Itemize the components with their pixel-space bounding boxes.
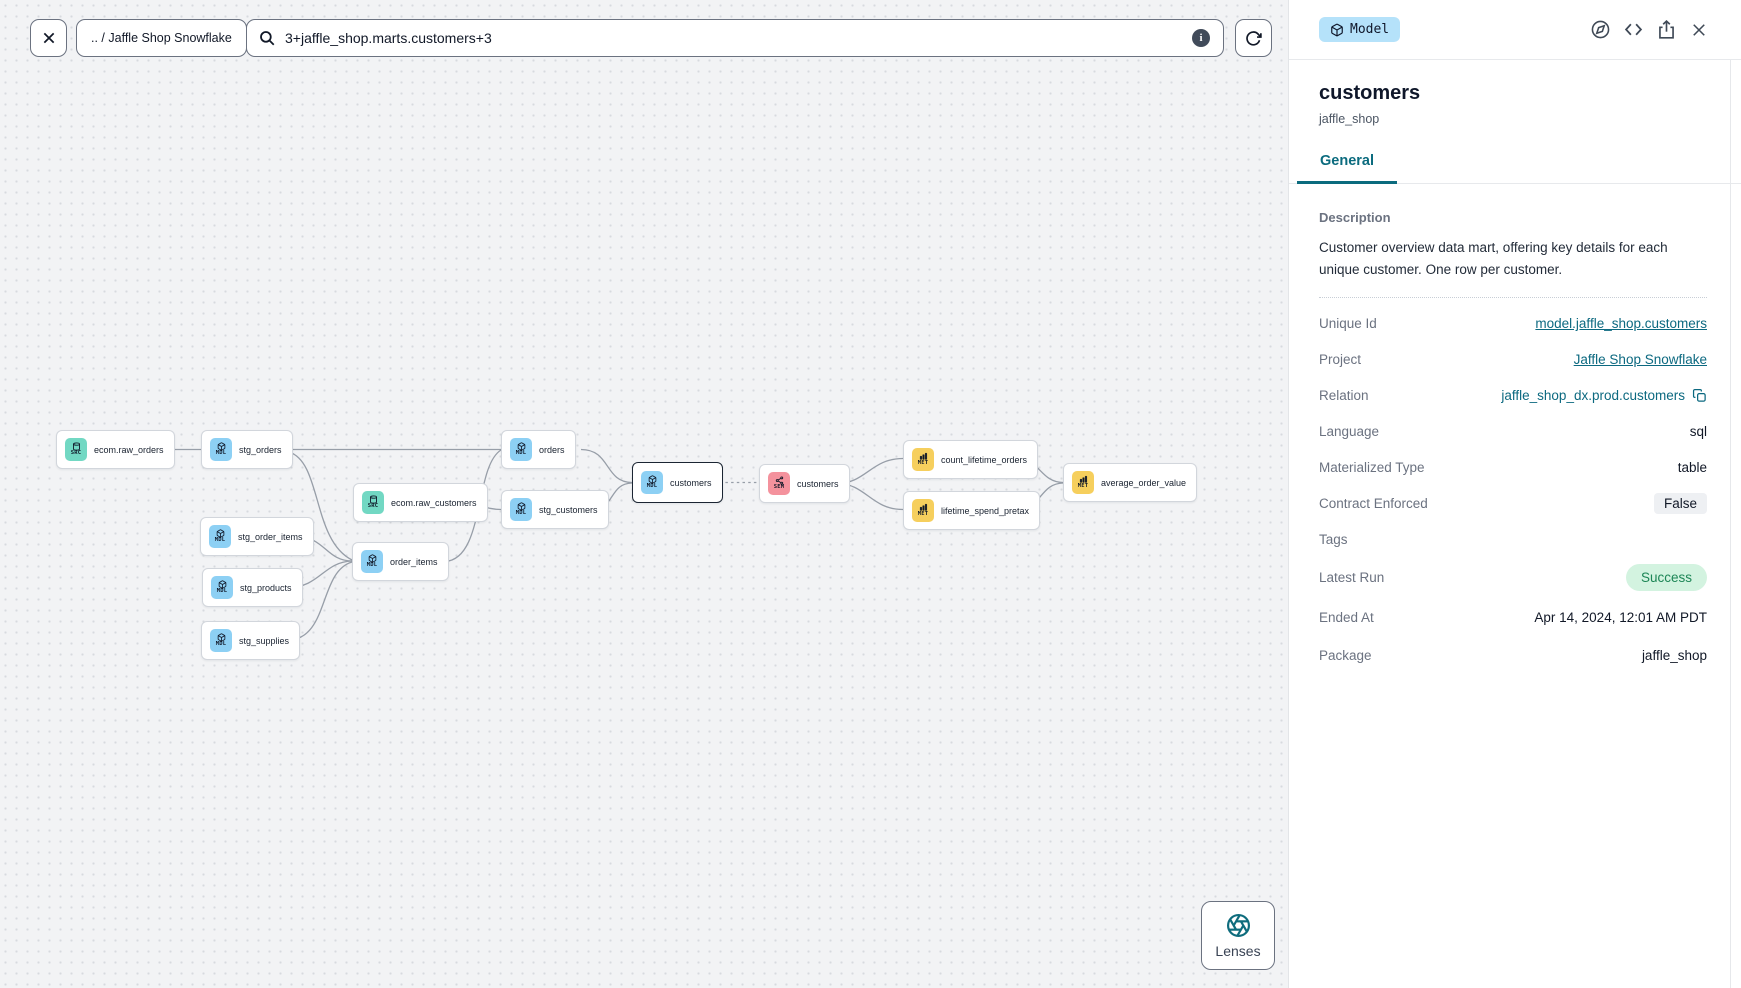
refresh-button[interactable] — [1235, 19, 1272, 57]
panel-header: Model — [1289, 0, 1741, 60]
node-label: lifetime_spend_pretax — [941, 505, 1030, 516]
node-ecom-raw-orders[interactable]: SRC ecom.raw_orders — [56, 430, 175, 469]
node-label: ecom.raw_customers — [391, 497, 477, 508]
close-icon — [1693, 23, 1705, 36]
search-input[interactable] — [246, 19, 1224, 57]
project-link[interactable]: Jaffle Shop Snowflake — [1573, 352, 1707, 368]
close-lineage-button[interactable] — [30, 19, 67, 57]
language-value: sql — [1689, 424, 1707, 440]
source-node-icon: SRC — [65, 438, 87, 461]
model-node-icon: MDL — [211, 576, 233, 599]
field-row-contract-enforced: Contract Enforced False — [1319, 486, 1707, 522]
node-average-order-value[interactable]: MET average_order_value — [1063, 463, 1198, 502]
package-value: jaffle_shop — [1641, 648, 1707, 664]
tab-general[interactable]: General — [1297, 153, 1397, 184]
contract-enforced-badge: False — [1653, 493, 1707, 515]
lineage-search: i — [246, 19, 1224, 57]
detail-panel: Model customers jaffle_shop General Desc… — [1288, 0, 1741, 988]
ended-at-value: Apr 14, 2024, 12:01 AM PDT — [1534, 610, 1707, 626]
node-stg-order-items[interactable]: MDL stg_order_items — [200, 517, 314, 556]
refresh-icon — [1246, 30, 1262, 46]
field-row-latest-run: Latest Run Success — [1319, 558, 1707, 598]
relation-value: jaffle_shop_dx.prod.customers — [1501, 388, 1685, 404]
model-node-icon: MDL — [641, 471, 663, 494]
package-subtitle: jaffle_shop — [1319, 112, 1380, 126]
share-icon — [1658, 19, 1674, 39]
node-stg-products[interactable]: MDL stg_products — [202, 568, 303, 607]
view-code-button[interactable] — [1622, 19, 1644, 41]
description-label: Description — [1319, 210, 1391, 225]
semantic-model-node-icon: SEM — [768, 472, 790, 495]
node-label: average_order_value — [1101, 477, 1187, 488]
metric-node-icon: MET — [1072, 471, 1094, 494]
field-row-tags: Tags — [1319, 532, 1348, 548]
field-row-unique-id: Unique Id model.jaffle_shop.customers — [1319, 316, 1707, 332]
node-label: stg_supplies — [239, 635, 290, 646]
share-button[interactable] — [1655, 19, 1677, 41]
close-panel-button[interactable] — [1688, 19, 1710, 41]
close-icon — [43, 32, 54, 44]
info-icon[interactable]: i — [1192, 29, 1210, 47]
compass-icon — [1591, 20, 1609, 39]
lenses-label: Lenses — [1215, 942, 1261, 959]
explore-lineage-button[interactable] — [1589, 19, 1611, 41]
panel-scrollbar[interactable] — [1730, 60, 1731, 988]
breadcrumb[interactable]: .. / Jaffle Shop Snowflake — [76, 19, 247, 57]
field-row-package: Package jaffle_shop — [1319, 648, 1707, 664]
node-stg-supplies[interactable]: MDL stg_supplies — [201, 621, 301, 660]
model-node-icon: MDL — [210, 629, 232, 652]
node-label: stg_products — [240, 582, 292, 593]
node-label: ecom.raw_orders — [94, 444, 164, 455]
lineage-canvas[interactable]: SRC ecom.raw_orders MDL stg_orders MDL s… — [0, 0, 1288, 988]
node-ecom-raw-customers[interactable]: SRC ecom.raw_customers — [353, 483, 488, 522]
model-cube-icon — [1331, 23, 1343, 36]
section-divider — [1319, 296, 1707, 298]
description-text: Customer overview data mart, offering ke… — [1319, 240, 1668, 278]
lenses-aperture-icon — [1226, 913, 1250, 937]
model-node-icon: MDL — [210, 438, 232, 461]
node-label: order_items — [390, 556, 438, 567]
node-label: stg_customers — [539, 504, 598, 515]
metric-node-icon: MET — [912, 499, 934, 522]
materialized-type-value: table — [1677, 460, 1707, 476]
node-orders[interactable]: MDL orders — [501, 430, 576, 469]
node-label: stg_orders — [239, 444, 282, 455]
node-count-lifetime-orders[interactable]: MET count_lifetime_orders — [903, 440, 1039, 479]
metric-node-icon: MET — [912, 448, 934, 471]
node-label: orders — [539, 444, 565, 455]
field-row-materialized-type: Materialized Type table — [1319, 460, 1707, 476]
search-icon — [260, 31, 275, 46]
node-stg-customers[interactable]: MDL stg_customers — [501, 490, 609, 529]
node-label: stg_order_items — [238, 531, 303, 542]
general-section: Description Customer overview data mart,… — [1289, 210, 1741, 674]
node-label: count_lifetime_orders — [941, 454, 1028, 465]
node-order-items[interactable]: MDL order_items — [352, 542, 449, 581]
unique-id-link[interactable]: model.jaffle_shop.customers — [1535, 316, 1707, 332]
latest-run-status-badge: Success — [1625, 564, 1707, 592]
model-node-icon: MDL — [361, 550, 383, 573]
field-row-project: Project Jaffle Shop Snowflake — [1319, 352, 1707, 368]
node-label: customers — [797, 478, 839, 489]
code-icon — [1624, 23, 1642, 36]
field-row-relation: Relation jaffle_shop_dx.prod.customers — [1319, 378, 1707, 414]
source-node-icon: SRC — [362, 491, 384, 514]
page-title: customers — [1319, 82, 1421, 104]
node-lifetime-spend-pretax[interactable]: MET lifetime_spend_pretax — [903, 491, 1041, 530]
field-rows: Unique Id model.jaffle_shop.customers Pr… — [1319, 306, 1707, 674]
resource-type-badge: Model — [1319, 17, 1401, 42]
field-row-ended-at: Ended At Apr 14, 2024, 12:01 AM PDT — [1319, 610, 1707, 626]
copy-icon[interactable] — [1692, 388, 1707, 403]
panel-tabs: General — [1289, 153, 1741, 184]
model-node-icon: MDL — [209, 525, 231, 548]
field-row-language: Language sql — [1319, 424, 1707, 440]
node-stg-orders[interactable]: MDL stg_orders — [201, 430, 293, 469]
node-label: customers — [670, 477, 712, 488]
lenses-button[interactable]: Lenses — [1201, 901, 1275, 970]
node-customers-semantic[interactable]: SEM customers — [759, 464, 850, 503]
model-node-icon: MDL — [510, 498, 532, 521]
model-node-icon: MDL — [510, 438, 532, 461]
node-customers-selected[interactable]: MDL customers — [632, 462, 723, 503]
